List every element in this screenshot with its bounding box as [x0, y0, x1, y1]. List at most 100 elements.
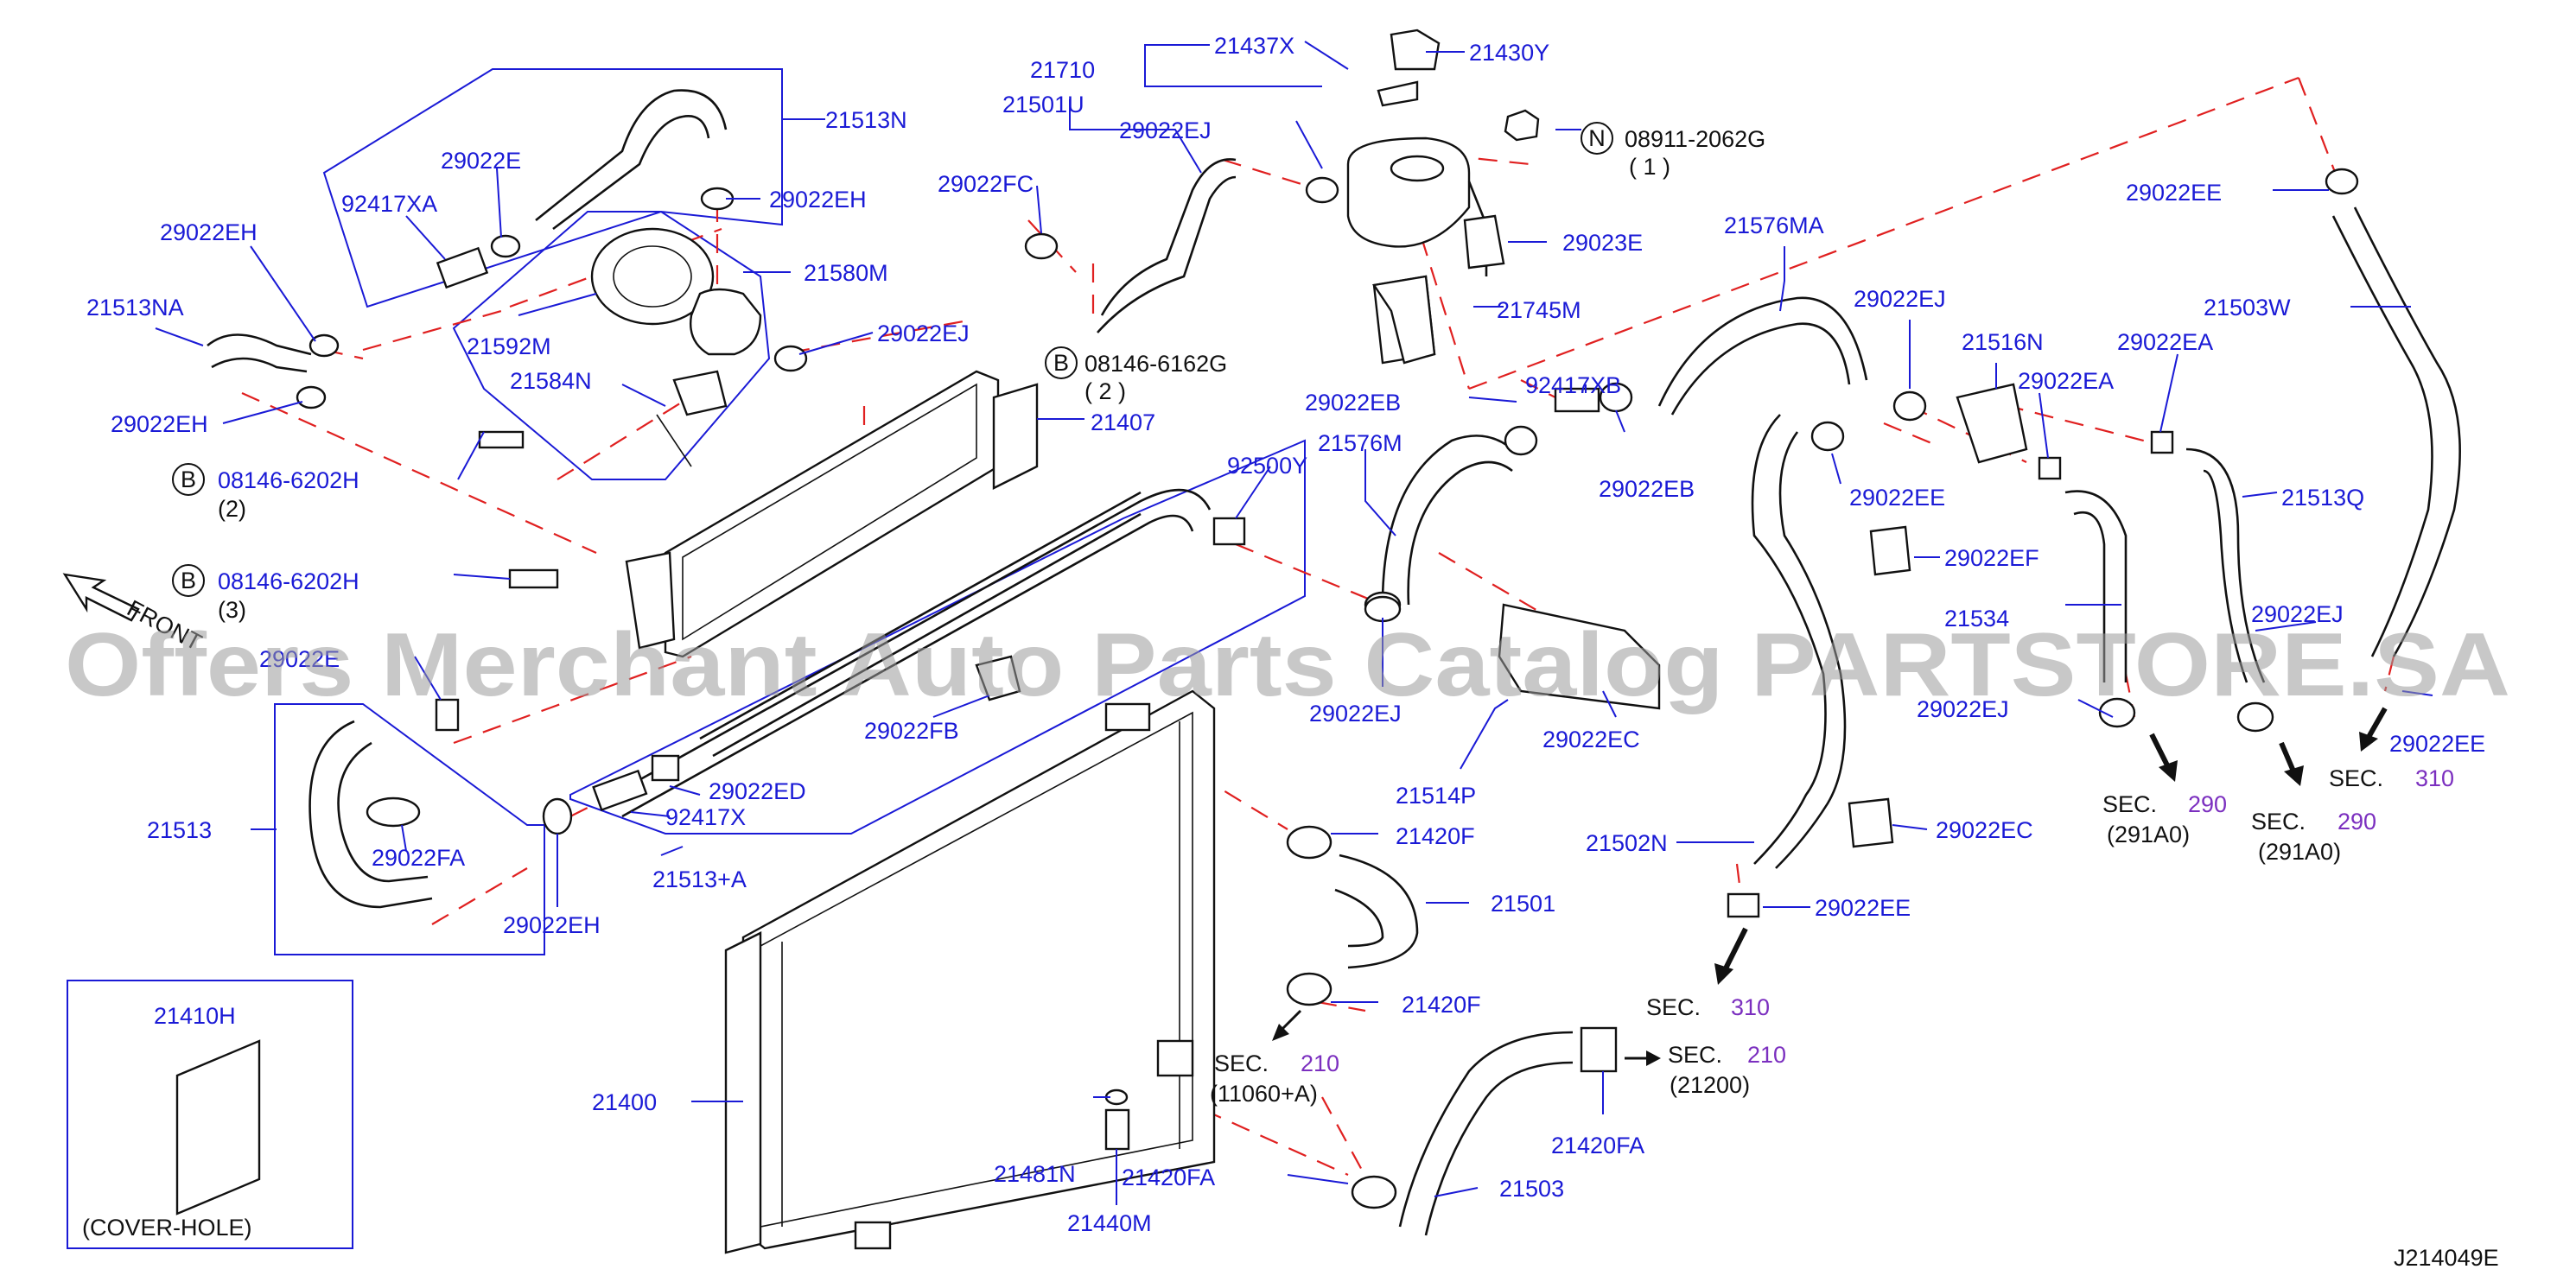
label-qty-3: (3) — [218, 597, 246, 623]
section-references: SEC. 290 (291A0) SEC. 310 SEC. 290 (291A… — [1210, 765, 2454, 1107]
clamp-29022ea-a — [2150, 430, 2174, 454]
label-21576m: 21576M — [1318, 430, 1402, 456]
label-21430y: 21430Y — [1469, 40, 1549, 66]
part-labels: 21437X 21430Y 21710 21501U 29022EJ 29022… — [82, 33, 2485, 1241]
hose-21501u — [1100, 158, 1237, 316]
clamp-29022ee-c — [2325, 168, 2359, 195]
label-21513na: 21513NA — [86, 295, 184, 320]
label-29022ec-1: 29022EC — [1542, 727, 1640, 752]
label-21503w: 21503W — [2204, 295, 2291, 320]
sec-number-a: 290 — [2188, 791, 2227, 817]
sec-number-f: 210 — [1747, 1042, 1786, 1068]
label-21534: 21534 — [1944, 606, 2009, 631]
label-21584n: 21584N — [510, 368, 592, 394]
label-21440m: 21440M — [1067, 1210, 1152, 1236]
clip-29023e — [1463, 214, 1505, 270]
label-29022ea-2: 29022EA — [2018, 368, 2114, 394]
label-29022ej-5: 29022EJ — [1917, 696, 2009, 722]
hose-21513na — [207, 333, 312, 356]
label-29022ej-6: 29022EJ — [1309, 701, 1402, 727]
label-qty-2b: (2) — [218, 496, 246, 522]
label-92500y: 92500Y — [1227, 453, 1307, 479]
sec-sub-a: (291A0) — [2107, 822, 2190, 847]
hose-21513na-inner — [211, 357, 308, 373]
sec-label-d: SEC. — [1646, 994, 1701, 1020]
pipe-21513a — [604, 488, 1212, 818]
label-21400: 21400 — [592, 1089, 657, 1115]
label-21513a: 21513+A — [652, 866, 747, 892]
clamp-29022e — [490, 234, 521, 258]
cover-21410h — [175, 1039, 261, 1215]
outlet-21516n — [1956, 383, 2028, 464]
label-29022e-2: 29022E — [259, 646, 340, 672]
label-29022ea-1: 29022EA — [2117, 329, 2213, 355]
label-21513: 21513 — [147, 817, 212, 843]
label-29022eh-2: 29022EH — [160, 219, 258, 245]
label-29022ef: 29022EF — [1944, 545, 2039, 571]
label-21437x: 21437X — [1214, 33, 1294, 59]
clamp-29022ej-a — [773, 345, 808, 372]
sec-sub-c: (291A0) — [2258, 839, 2341, 865]
hose-21503w — [2353, 206, 2461, 657]
label-29022ej-1: 29022EJ — [1119, 117, 1212, 143]
label-21420f-2: 21420F — [1402, 992, 1481, 1018]
label-92417xb: 92417XB — [1525, 372, 1621, 398]
front-arrow-icon — [62, 573, 140, 622]
clamp-29022fc — [1024, 232, 1059, 260]
label-29022ee-4: 29022EE — [1815, 895, 1911, 921]
label-21501: 21501 — [1491, 891, 1555, 917]
sec-number-c: 290 — [2337, 809, 2376, 835]
label-21503: 21503 — [1499, 1176, 1564, 1202]
clamp-29022eh-b — [296, 385, 327, 409]
bracket-21745m — [1371, 275, 1436, 365]
clamp-29022eh-a — [308, 333, 340, 358]
hose-21513 — [308, 698, 573, 909]
sec-sub-e: (11060+A) — [1210, 1081, 1318, 1107]
label-21501u: 21501U — [1002, 92, 1084, 117]
label-21513q: 21513Q — [2281, 485, 2364, 511]
label-21420fa-1: 21420FA — [1122, 1165, 1215, 1190]
label-21481n: 21481N — [994, 1161, 1076, 1187]
group-box-21513a — [569, 439, 1306, 835]
group-box-21580m — [452, 211, 771, 480]
label-08146-6202h-2: 08146-6202H — [218, 568, 359, 594]
drain-plug-21440m — [1104, 1108, 1130, 1151]
label-08911-2062g: 08911-2062G — [1625, 126, 1765, 152]
symbol-n-circle — [1581, 122, 1613, 155]
label-21410h: 21410H — [154, 1003, 236, 1029]
clamp-29022ee-b — [1727, 892, 1760, 918]
symbol-n: N — [1588, 125, 1606, 151]
symbol-b-a: B — [1053, 350, 1069, 376]
label-21592m: 21592M — [467, 333, 551, 359]
clamp-92500y — [1212, 517, 1246, 546]
leader-lines — [155, 41, 2433, 1205]
label-29022fc: 29022FC — [938, 171, 1034, 197]
nut-08911-2062g — [1504, 109, 1540, 142]
label-21745m: 21745M — [1497, 297, 1581, 323]
label-21710: 21710 — [1030, 57, 1095, 83]
group-box-21410h — [67, 980, 353, 1249]
symbol-b-circle-a — [1045, 346, 1078, 379]
clamp-29022ej-f — [2236, 701, 2274, 733]
hose-21513n — [535, 89, 728, 222]
label-29022eh-1: 29022EH — [769, 187, 867, 213]
label-qty-2: ( 2 ) — [1084, 378, 1126, 404]
hose-21501u-inner — [1097, 175, 1237, 333]
clamp-29022ej-c — [1892, 390, 1927, 422]
sec-label-e: SEC. — [1214, 1050, 1269, 1076]
sec-sub-f: (21200) — [1670, 1072, 1750, 1098]
label-29022ej-3: 29022EJ — [1854, 286, 1946, 312]
label-29023e: 29023E — [1562, 230, 1643, 256]
hose-21513n-inner — [552, 115, 710, 231]
symbol-b-c: B — [181, 568, 196, 593]
label-29022eb-1: 29022EB — [1305, 390, 1401, 416]
water-pump-21580m — [590, 227, 762, 467]
hose-21513q-inner — [2203, 469, 2248, 683]
label-29022eh-3: 29022EH — [111, 411, 208, 437]
label-29022ed: 29022ED — [709, 778, 806, 804]
label-21516n: 21516N — [1962, 329, 2044, 355]
clamp-29022ed — [651, 754, 680, 782]
label-29022ec-2: 29022EC — [1936, 817, 2033, 843]
circled-symbols: N B B B — [172, 122, 1613, 597]
bracket-21514p — [1498, 603, 1661, 710]
